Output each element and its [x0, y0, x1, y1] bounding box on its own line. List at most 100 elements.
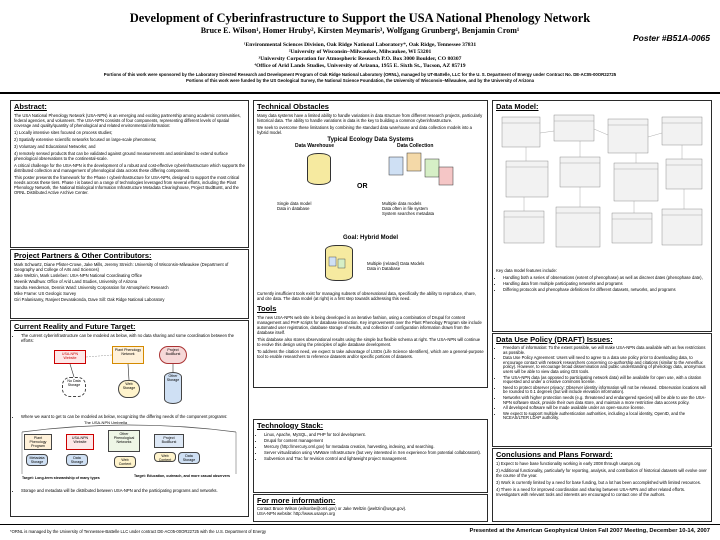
data-model-heading: Data Model: [496, 102, 539, 111]
poster-header: Development of Cyberinfrastructure to Su… [0, 0, 720, 95]
diag2-data-storage: Data Storage [178, 452, 200, 464]
data-model-schema-diagram [501, 114, 703, 248]
diag2-caption-left: Target: Long-term stewardship of many ty… [22, 476, 100, 480]
technical-obstacles-panel: Technical Obstacles Many data systems ha… [253, 100, 488, 388]
hybrid-model-diagram: Multiple (related) Data Models Data in D… [257, 241, 484, 291]
partner-4: Sandra Henderson, Dennis Ward: Universit… [14, 285, 169, 290]
tools-heading: Tools [257, 304, 277, 313]
diag1-connectors [69, 354, 174, 381]
affiliation-4: ⁴Office of Arid Lands Studies, Universit… [254, 63, 466, 69]
current-bullet-1: The current cyberinfrastructure can be m… [21, 333, 245, 343]
policy-item: All developed software will be made avai… [503, 406, 708, 411]
techstack-item: Mercury (http://mercury.ornl.gov) for me… [264, 444, 484, 449]
diag1-web-storage: Web Storage [118, 380, 140, 398]
diag2-other-networks: Other Phenological Networks [108, 430, 140, 452]
current-reality-heading: Current Reality and Future Target: [14, 322, 136, 331]
current-bullet-3: Storage and metadata will be distributed… [21, 488, 245, 493]
ecology-systems-title: Typical Ecology Data Systems [327, 137, 414, 143]
diag2-metadata: Metadata Storage [26, 454, 48, 466]
abstract-item-1: 1) Locally intensive sites focused on pr… [14, 130, 113, 135]
diag1-npn-website: USA-NPN Website [54, 350, 86, 364]
more-info-heading: For more information: [257, 496, 336, 505]
hybrid-model-text: Multiple (related) Data Models Data in D… [367, 261, 425, 272]
diag2-data: Data Storage [66, 454, 88, 466]
partner-6: Giri Palanisamy, Ranjeet Devarakonda, Da… [14, 297, 165, 302]
affiliation-1: ¹Environmental Sciences Division, Oak Ri… [243, 42, 477, 48]
partner-5: Mike Frame: US Geologic Survey [14, 291, 77, 296]
affiliation-2: ²University of Wisconsin–Milwaukee, Milw… [288, 49, 432, 55]
abstract-panel: Abstract: The USA National Phenology Net… [10, 100, 249, 248]
technology-stack-panel: Technology Stack: Linux, Apache, MySQL, … [253, 419, 488, 493]
contact-line: Contact Bruce Wilson (wilsonbe@ornl.gov)… [257, 506, 407, 511]
policy-item: We expect to support multiple authentica… [503, 411, 708, 421]
partners-panel: Project Partners & Other Contributors: M… [10, 249, 249, 319]
techstack-item: Server virtualization using VMWare Infra… [264, 450, 484, 455]
data-model-panel: Data Model: Key data model features incl… [492, 100, 712, 332]
conclusion-1: 1) Expect to have base functionality wor… [496, 461, 641, 466]
abstract-challenge: A critical challenge for the USA-NPN is … [14, 163, 245, 173]
tools-p3: To address the citation need, we expect … [257, 349, 484, 359]
techstack-heading: Technology Stack: [257, 421, 324, 430]
abstract-framework: This poster presents the framework for t… [14, 175, 240, 195]
abstract-item-2: 2) Spatially extensive scientific networ… [14, 137, 157, 142]
policy-item: Networks with higher protection needs (e… [503, 395, 708, 405]
current-bullet-2: Where we want to get to can be modeled a… [21, 414, 245, 419]
funding-line-1: Portions of this work were sponsored by … [103, 72, 617, 77]
feature-item: Differing protocols and phenophase defin… [503, 287, 708, 292]
more-info-panel: For more information: Contact Bruce Wils… [253, 494, 488, 522]
policy-heading: Data Use Policy (DRAFT) Issues: [496, 335, 613, 344]
data-use-policy-panel: Data Use Policy (DRAFT) Issues: Freedom … [492, 333, 712, 447]
multiple-model-text: Multiple data models Data often in file … [382, 201, 435, 217]
funding-line-2: Portions of this work were funded by the… [185, 78, 535, 83]
conclusion-4: 4) There is a need for improved coordina… [496, 487, 686, 497]
diag1-ppn: Plant Phenology Network [112, 346, 144, 364]
or-label: OR [357, 183, 368, 190]
partner-1: Mark Schwartz, Diane Pfister-Crowe, Jake… [14, 262, 229, 272]
technical-p1: Many data systems have a limited ability… [257, 113, 483, 123]
partner-3: Meenik Wadhwa: Office of Arid Land Studi… [14, 279, 138, 284]
website-line[interactable]: USA-NPN website: http://www.usanpn.org [257, 511, 335, 516]
diag2-ppn: Plant Phenology Program [24, 434, 52, 450]
diag2-npn: USA-NPN Website [66, 434, 94, 450]
feature-item: Handling data from multiple participatin… [503, 281, 708, 286]
abstract-item-3: 3) Voluntary and Educational Networks; a… [14, 144, 96, 149]
techstack-item: Subversion and Trac for revision control… [264, 456, 484, 461]
footer-meeting: Presented at the American Geophysical Un… [469, 528, 710, 534]
current-reality-panel: Current Reality and Future Target: The c… [10, 320, 249, 517]
diag1-other-storage: Other Storage [164, 372, 182, 404]
poster-authors: Bruce E. Wilson¹, Homer Hruby², Kirsten … [200, 26, 520, 35]
warehouse-label: Data Warehouse [295, 143, 334, 149]
technical-p2: We seek to overcome these limitations by… [257, 125, 473, 135]
collection-files-icon [388, 152, 454, 186]
poster-title: Development of Cyberinfrastructure to Su… [129, 11, 591, 25]
hybrid-files-icon [328, 256, 346, 269]
techstack-item: Linux, Apache, MySQL, and PHP for tool d… [264, 432, 484, 437]
abstract-heading: Abstract: [14, 102, 47, 111]
current-state-diagram: USA-NPN Website Plant Phenology Network … [14, 344, 245, 414]
techstack-list: Linux, Apache, MySQL, and PHP for tool d… [264, 432, 484, 461]
abstract-intro: The USA National Phenology Network (USA-… [14, 113, 241, 128]
affiliation-3: ³University Corporation for Atmospheric … [258, 56, 462, 62]
header-divider [0, 92, 720, 94]
poster-id: Poster #B51A-0065 [632, 33, 710, 43]
diag2-web-content: Web Content [114, 456, 136, 468]
diag2-umbrella-frame [21, 424, 237, 474]
footer-divider [0, 524, 720, 525]
diag1-budburst: Project BudBurst [159, 346, 187, 364]
features-list: Handling both a series of observations (… [503, 275, 708, 292]
technical-p3: Currently insufficient tools exist for m… [257, 291, 476, 301]
ecology-systems-diagram: Data Warehouse Data Collection OR Single… [257, 143, 484, 235]
policy-item: Data Use Policy Agreement: Users will ne… [503, 355, 708, 374]
collection-label: Data Collection [397, 143, 434, 149]
policy-item: Need to protect observer privacy: Observ… [503, 385, 708, 395]
policy-item: The USA-NPN data (as opposed to particip… [503, 375, 708, 385]
features-title: Key data model features include: [496, 268, 557, 273]
future-state-diagram: The USA-NPN Umbrella Plant Phenology Pro… [14, 420, 245, 488]
tools-p2: This database also stores observational … [257, 337, 481, 347]
techstack-item: Drupal for content management [264, 438, 484, 443]
hybrid-goal-title: Goal: Hybrid Model [342, 235, 398, 241]
diag2-umbrella-label: The USA-NPN Umbrella [84, 420, 128, 425]
policy-list: Freedom of information: To the extent po… [503, 345, 708, 421]
abstract-item-4: 4) remotely sensed products that can be … [14, 151, 228, 161]
single-model-text: Single data model Data in database [277, 201, 312, 212]
